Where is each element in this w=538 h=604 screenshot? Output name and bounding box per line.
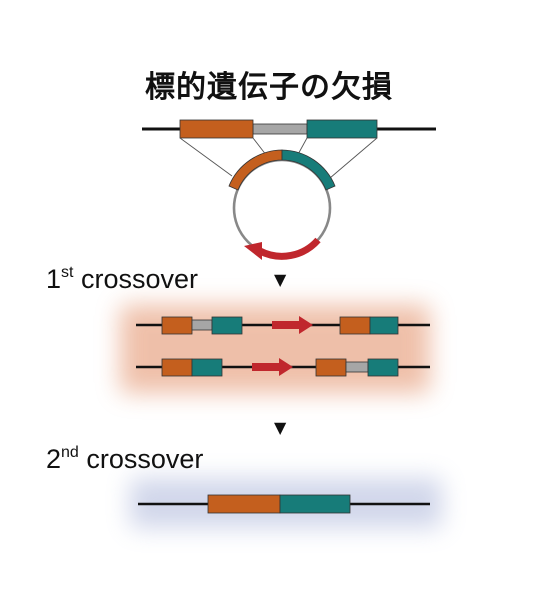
step-arrow-icon: ▼ — [274, 418, 287, 437]
upstream-homology-arm — [179, 119, 254, 139]
first-crossover-label: 1st crossover — [46, 264, 199, 294]
deletion-product — [138, 494, 430, 514]
plasmid-arrowhead — [244, 242, 262, 260]
diagram-title: 標的遺伝子の欠損 — [145, 70, 393, 105]
plasmid — [228, 149, 336, 260]
step-arrow-icon: ▼ — [274, 270, 287, 289]
plasmid-selection-marker-arrow — [258, 237, 321, 260]
genome-construct — [142, 119, 436, 139]
integration-product-1 — [136, 316, 430, 335]
plasmid-teal-arm — [281, 149, 336, 191]
target-gene-segment — [252, 123, 308, 135]
downstream-homology-arm — [306, 119, 378, 139]
second-crossover-label: 2nd crossover — [46, 444, 204, 474]
integration-product-2 — [136, 358, 430, 377]
plasmid-orange-arm — [228, 149, 283, 191]
